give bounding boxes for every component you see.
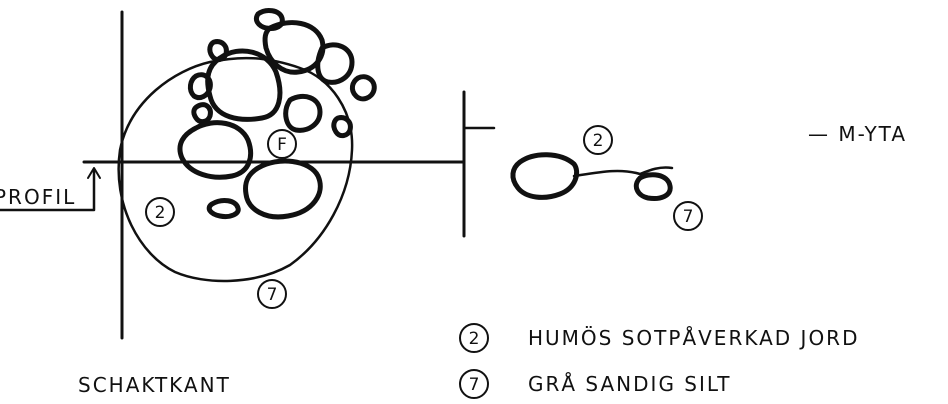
fill-marker: F xyxy=(277,135,287,155)
marker-circle xyxy=(459,369,489,399)
section-view xyxy=(462,90,674,238)
stone xyxy=(349,74,377,102)
legend-item: 2 HUMÖS SOTPÅVERKAD JORD xyxy=(459,323,859,353)
marker-circle xyxy=(267,129,297,159)
marker-circle xyxy=(459,323,489,353)
stones xyxy=(177,8,377,220)
layer-7-marker: 7 xyxy=(683,207,694,227)
marker-circle xyxy=(257,279,287,309)
layer-2-marker: 2 xyxy=(155,203,166,223)
legend-item: 7 GRÅ SANDIG SILT xyxy=(459,369,732,399)
profile-marker xyxy=(0,168,96,212)
plan-markers: F 2 7 xyxy=(145,129,297,309)
stone xyxy=(207,39,229,63)
stone xyxy=(187,72,213,101)
section-stone xyxy=(510,152,580,200)
plan-view xyxy=(0,8,466,340)
surface-label: — M-YTA xyxy=(808,122,907,146)
excavation-edge-label: SCHAKTKANT xyxy=(78,373,231,397)
stone xyxy=(191,102,213,125)
legend-number: 2 xyxy=(469,329,480,349)
legend-text: HUMÖS SOTPÅVERKAD JORD xyxy=(528,326,859,350)
profile-marker-arrow xyxy=(87,167,101,179)
stone xyxy=(177,120,254,180)
stone xyxy=(253,8,285,31)
section-stone xyxy=(633,172,673,201)
stone xyxy=(315,42,355,85)
marker-circle xyxy=(673,201,703,231)
marker-circle xyxy=(583,125,613,155)
stone xyxy=(205,48,283,122)
layer-7-marker: 7 xyxy=(267,285,278,305)
profile-label: PROFIL xyxy=(0,185,76,209)
marker-circle xyxy=(145,197,175,227)
ground-surface-line xyxy=(572,166,674,178)
stone xyxy=(283,94,323,133)
legend-number: 7 xyxy=(469,375,480,395)
feature-outline xyxy=(117,56,354,283)
layer-2-marker: 2 xyxy=(593,131,604,151)
legend-text: GRÅ SANDIG SILT xyxy=(528,372,732,396)
stone xyxy=(206,198,241,219)
stone xyxy=(331,115,353,139)
legend: 2 HUMÖS SOTPÅVERKAD JORD 7 GRÅ SANDIG SI… xyxy=(459,323,859,399)
stone xyxy=(243,158,323,220)
stone xyxy=(262,20,326,75)
section-markers: 2 7 xyxy=(583,125,703,231)
